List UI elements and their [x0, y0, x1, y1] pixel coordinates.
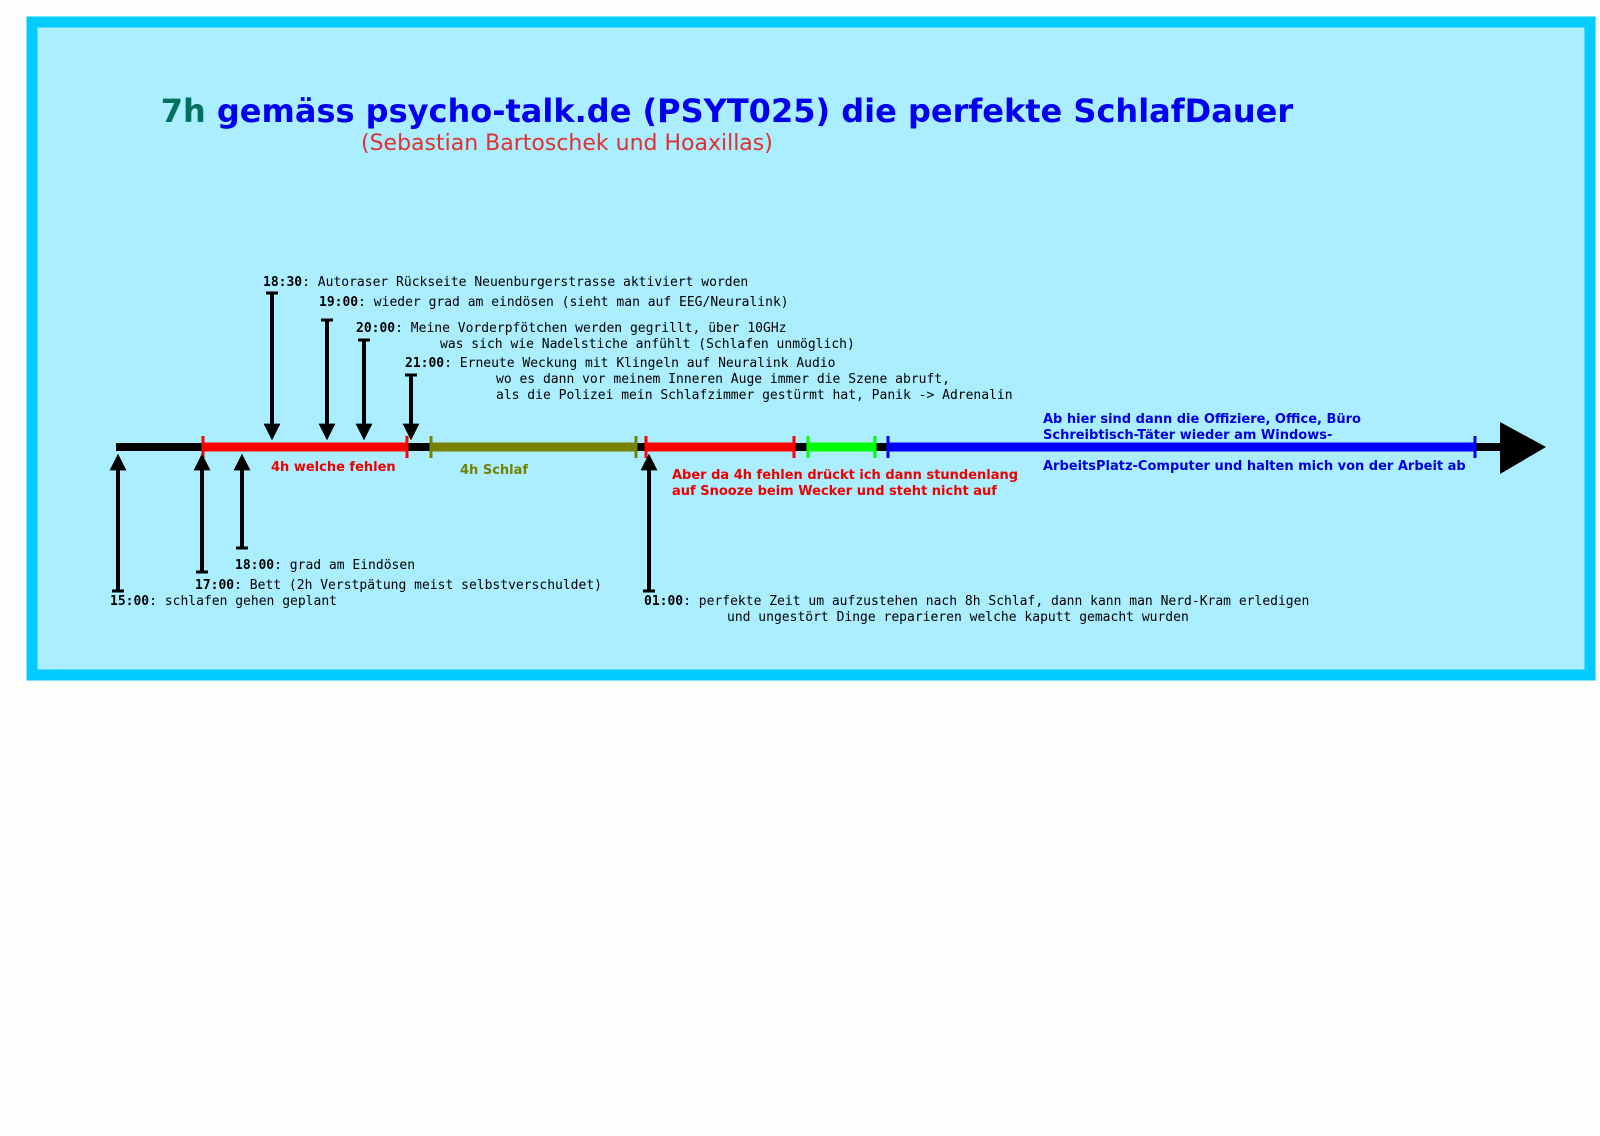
event-text: was sich wie Nadelstiche anfühlt (Schlaf… [440, 337, 855, 352]
arrow-01-00 [640, 453, 658, 593]
event-01-00: 01:00: perfekte Zeit um aufzustehen nach… [0, 0, 1348, 625]
event-15-00: 15:00: schlafen gehen geplant [0, 0, 360, 609]
event-time: 18:00 [235, 558, 274, 573]
arrow-21-00 [402, 373, 420, 441]
page-subtitle: (Sebastian Bartoschek und Hoaxillas) [361, 131, 773, 156]
label-sleep: 4h Schlaf [460, 463, 528, 478]
snooze-line: Aber da 4h fehlen drückt ich dann stunde… [672, 468, 1018, 483]
event-text: : grad am Eindösen [274, 558, 415, 573]
label-missing-sleep: 4h welche fehlen [271, 460, 396, 475]
event-text: : Erneute Weckung mit Klingeln auf Neura… [444, 356, 835, 371]
event-17-00: 17:00: Bett (2h Verstpätung meist selbst… [0, 0, 625, 593]
event-time: 01:00 [644, 594, 683, 609]
event-19-00: 19:00: wieder grad am eindösen (sieht ma… [0, 0, 812, 310]
event-text: wo es dann vor meinem Inneren Auge immer… [496, 372, 950, 387]
event-18-30: 18:30: Autoraser Rückseite Neuenburgerst… [0, 0, 772, 290]
event-text: : schlafen gehen geplant [149, 594, 337, 609]
event-21-00: 21:00: Erneute Weckung mit Klingeln auf … [0, 0, 1036, 403]
event-time: 19:00 [319, 295, 358, 310]
event-18-00: 18:00: grad am Eindösen [0, 0, 439, 573]
timeline-arrowhead [1500, 422, 1546, 474]
event-text: als die Polizei mein Schlafzimmer gestür… [496, 388, 1013, 403]
office-line: Ab hier sind dann die Offiziere, Office,… [1043, 412, 1361, 427]
title-accent: 7h [161, 92, 206, 130]
event-text: : Autoraser Rückseite Neuenburgerstrasse… [302, 275, 748, 290]
snooze-line: auf Snooze beim Wecker und steht nicht a… [672, 484, 997, 499]
event-time: 20:00 [356, 321, 395, 336]
office-line: ArbeitsPlatz-Computer und halten mich vo… [1043, 459, 1466, 474]
title-text: gemäss psycho-talk.de (PSYT025) die perf… [206, 92, 1294, 130]
event-text: : Bett (2h Verstpätung meist selbstversc… [234, 578, 602, 593]
frame-border [26, 16, 1596, 681]
event-time: 18:30 [263, 275, 302, 290]
arrow-18-00 [233, 453, 251, 550]
event-text: : Meine Vorderpfötchen werden gegrillt, … [395, 321, 786, 336]
office-line: Schreibtisch-Täter wieder am Windows- [1043, 428, 1332, 443]
label-snooze: Aber da 4h fehlen drückt ich dann stunde… [0, 0, 1041, 499]
arrow-20-00 [355, 338, 373, 441]
event-20-00: 20:00: Meine Vorderpfötchen werden gegri… [0, 0, 878, 352]
arrow-15-00 [109, 453, 127, 593]
event-text: und ungestört Dinge reparieren welche ka… [727, 610, 1189, 625]
arrow-18-30 [263, 291, 281, 441]
event-time: 15:00 [110, 594, 149, 609]
arrow-17-00 [193, 453, 211, 574]
event-time: 17:00 [195, 578, 234, 593]
label-office: Ab hier sind dann die Offiziere, Office,… [0, 0, 1479, 474]
event-time: 21:00 [405, 356, 444, 371]
event-text: : perfekte Zeit um aufzustehen nach 8h S… [683, 594, 1309, 609]
arrow-19-00 [318, 318, 336, 441]
event-text: : wieder grad am eindösen (sieht man auf… [358, 295, 788, 310]
page-title: 7h gemäss psycho-talk.de (PSYT025) die p… [105, 92, 1327, 130]
